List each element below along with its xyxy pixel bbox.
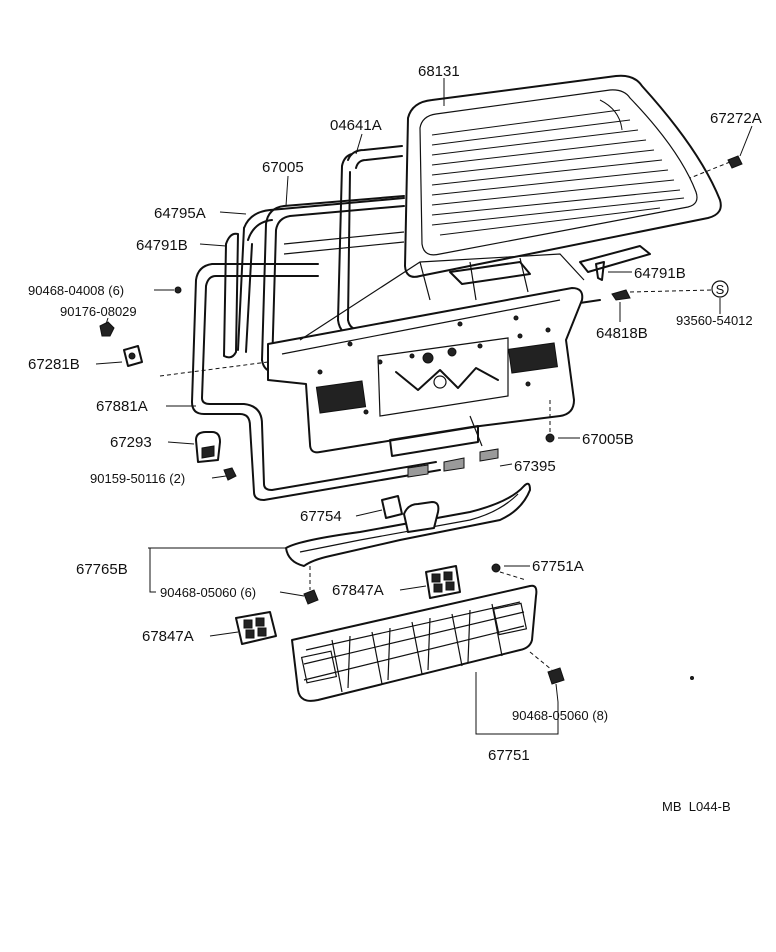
door-weatherstrip	[261, 195, 405, 374]
side-molding-left	[223, 232, 239, 359]
back-window-glass	[404, 74, 722, 278]
symbol-s-circle: S	[711, 280, 729, 298]
clip-67272A	[727, 155, 743, 169]
leader-lines	[95, 78, 753, 735]
clip-90468-04008	[174, 286, 182, 294]
label-67847A-left: 67847A	[142, 628, 194, 645]
nut-90176-08029	[99, 321, 115, 337]
label-64818B: 64818B	[596, 325, 648, 342]
label-90468-05060-6: 90468-05060 (6)	[160, 585, 256, 600]
bracket-67754	[381, 495, 440, 533]
label-67847A-right: 67847A	[332, 582, 384, 599]
opening-weatherstrip	[191, 263, 441, 501]
label-90468-05060-8: 90468-05060 (8)	[512, 708, 608, 723]
plate-67847A-left	[235, 611, 277, 645]
plate-67847A-right	[425, 565, 461, 599]
stopper-67293	[195, 431, 221, 463]
label-64791B-right: 64791B	[634, 265, 686, 282]
label-68131: 68131	[418, 63, 460, 80]
label-67765B: 67765B	[76, 561, 128, 578]
cushion-67281B	[123, 345, 143, 367]
label-90159-50116: 90159-50116 (2)	[90, 471, 185, 486]
clip-64818B	[611, 289, 631, 301]
label-67293: 67293	[110, 434, 152, 451]
label-04641A: 04641A	[330, 117, 382, 134]
back-door-panel	[267, 245, 651, 457]
label-93560-54012: 93560-54012	[676, 313, 753, 328]
label-67272A: 67272A	[710, 110, 762, 127]
label-67751: 67751	[488, 747, 530, 764]
label-67281B: 67281B	[28, 356, 80, 373]
trim-board-67751	[291, 584, 538, 702]
label-67754: 67754	[300, 508, 342, 525]
label-67751A: 67751A	[532, 558, 584, 575]
label-64791B-left: 64791B	[136, 237, 188, 254]
label-64795A: 64795A	[154, 205, 206, 222]
label-67005B: 67005B	[582, 431, 634, 448]
label-67395: 67395	[514, 458, 556, 475]
label-67881A: 67881A	[96, 398, 148, 415]
label-90468-04008: 90468-04008 (6)	[28, 283, 124, 298]
pads-67395	[407, 448, 499, 478]
screw-90159-50116	[223, 467, 237, 481]
clip-67751A	[491, 563, 501, 573]
symbol-s-label: S	[716, 282, 725, 297]
label-67005: 67005	[262, 159, 304, 176]
diagram-code: MB L044-B	[662, 799, 731, 814]
side-molding-right	[595, 261, 605, 281]
label-90176-08029: 90176-08029	[60, 304, 137, 319]
stray-dot	[690, 676, 694, 680]
garnish-molding-upper	[237, 197, 405, 353]
grommet-67005B	[545, 433, 555, 443]
clip-90468-05060-right	[547, 667, 565, 685]
clip-90468-05060-left	[303, 589, 319, 605]
